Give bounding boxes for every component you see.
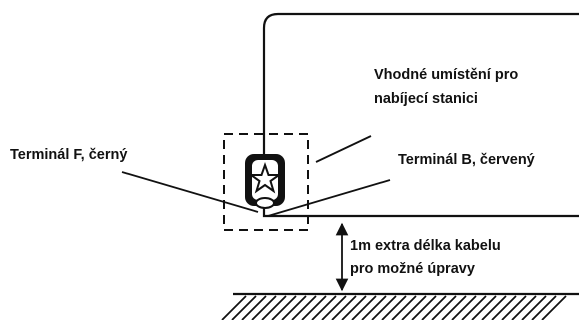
station-location-label-line1: Vhodné umístění pro xyxy=(374,67,518,83)
hatch-stroke xyxy=(501,295,527,320)
hatch-stroke xyxy=(221,295,247,320)
hatch-stroke xyxy=(411,295,437,320)
hatch-stroke xyxy=(441,295,467,320)
hatch-stroke xyxy=(481,295,507,320)
hatch-stroke xyxy=(351,295,377,320)
hatch-stroke xyxy=(231,295,257,320)
hatch-stroke xyxy=(531,295,557,320)
hatch-stroke xyxy=(451,295,477,320)
hatch-stroke xyxy=(261,295,287,320)
terminal-b-pointer xyxy=(267,179,391,217)
hatch-stroke xyxy=(301,295,327,320)
hatch-stroke xyxy=(241,295,267,320)
lawn-boundary xyxy=(262,12,579,218)
station-location-pointer xyxy=(315,135,372,163)
charging-station-icon xyxy=(245,154,285,209)
hatch-stroke xyxy=(371,295,397,320)
hatch-stroke xyxy=(361,295,387,320)
hatch-stroke xyxy=(271,295,297,320)
hatch-stroke xyxy=(341,295,367,320)
hatch-stroke xyxy=(391,295,417,320)
hatch-stroke xyxy=(401,295,427,320)
hatch-stroke xyxy=(511,295,537,320)
ground-hatching xyxy=(221,292,579,320)
station-location-label-line2: nabíjecí stanici xyxy=(374,91,478,107)
hatch-stroke xyxy=(251,295,277,320)
hatch-stroke xyxy=(281,295,307,320)
hatch-stroke xyxy=(491,295,517,320)
hatch-stroke xyxy=(331,295,357,320)
terminal-b-label: Terminál B, červený xyxy=(398,152,535,168)
extra-cable-label-line1: 1m extra délka kabelu xyxy=(350,238,501,254)
hatch-stroke xyxy=(421,295,447,320)
hatch-stroke xyxy=(471,295,497,320)
hatch-stroke xyxy=(381,295,407,320)
hatch-stroke xyxy=(291,295,317,320)
hatch-stroke xyxy=(461,295,487,320)
hatch-stroke xyxy=(431,295,457,320)
hatch-stroke xyxy=(521,295,547,320)
hatch-stroke xyxy=(321,295,347,320)
hatch-stroke xyxy=(541,295,567,320)
hatch-stroke xyxy=(311,295,337,320)
terminal-f-label: Terminál F, černý xyxy=(10,147,127,163)
extra-cable-label-line2: pro možné úpravy xyxy=(350,261,475,277)
terminal-f-pointer xyxy=(121,171,259,213)
star-icon xyxy=(247,161,283,194)
